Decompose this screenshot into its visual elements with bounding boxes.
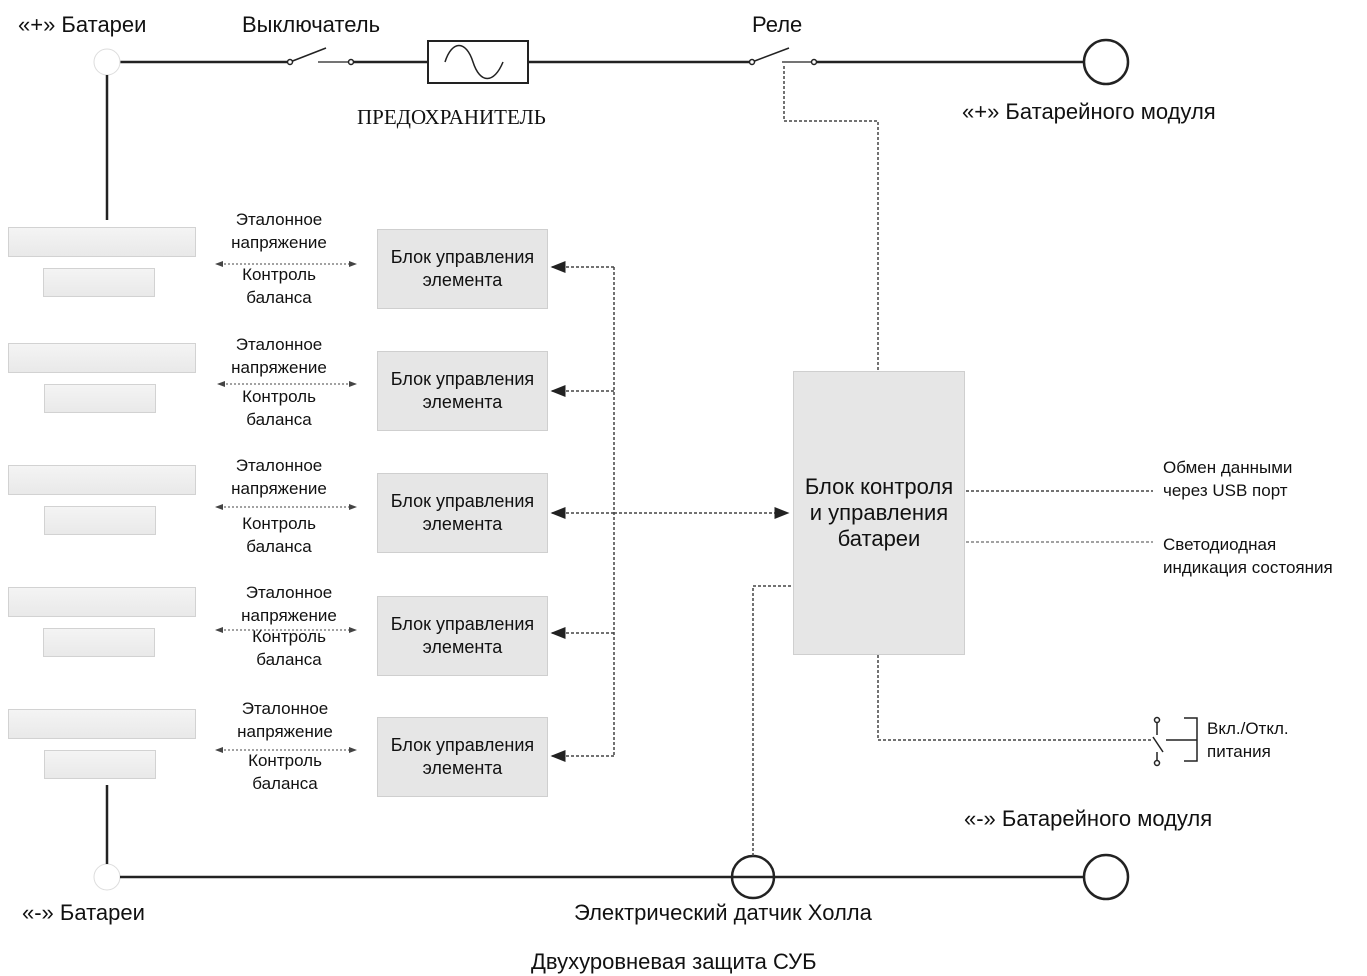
cell-plate xyxy=(43,268,155,297)
module-minus-terminal xyxy=(1082,853,1130,901)
battery-plus-label: «+» Батареи xyxy=(18,12,147,37)
cell-plate xyxy=(44,384,156,413)
battery-minus-terminal xyxy=(93,863,121,891)
cell-plate xyxy=(44,506,156,535)
cell-plate xyxy=(8,227,196,257)
module-plus-label: «+» Батарейного модуля xyxy=(962,99,1216,124)
cell-plate xyxy=(8,343,196,373)
caption: Двухуровневая защита СУБ xyxy=(531,949,817,974)
battery-minus-label: «-» Батареи xyxy=(22,900,145,925)
cell-plate xyxy=(44,750,156,779)
cell-plate xyxy=(8,587,196,617)
switch-label: Выключатель xyxy=(242,12,381,37)
relay-control-line xyxy=(783,66,879,372)
cell-plate xyxy=(8,465,196,495)
relay-symbol xyxy=(748,47,818,66)
power-switch-label: Вкл./Откл.питания xyxy=(1207,719,1289,761)
fuse-symbol xyxy=(427,40,529,84)
power-switch-symbol xyxy=(1152,716,1198,767)
hall-sensor-line xyxy=(752,585,794,856)
fuse-label: ПРЕДОХРАНИТЕЛЬ xyxy=(357,105,546,129)
cell-control-bus xyxy=(550,261,790,762)
hall-sensor-label: Электрический датчик Холла xyxy=(574,900,872,925)
module-minus-label: «-» Батарейного модуля xyxy=(964,806,1213,831)
switch-symbol xyxy=(286,47,355,66)
relay-label: Реле xyxy=(752,12,803,37)
cell-plate xyxy=(43,628,155,657)
cell-balance-arrows xyxy=(215,261,357,753)
module-plus-terminal xyxy=(1082,38,1130,86)
bms-outputs xyxy=(877,490,1153,741)
cell-plate xyxy=(8,709,196,739)
battery-plus-terminal xyxy=(93,48,121,76)
